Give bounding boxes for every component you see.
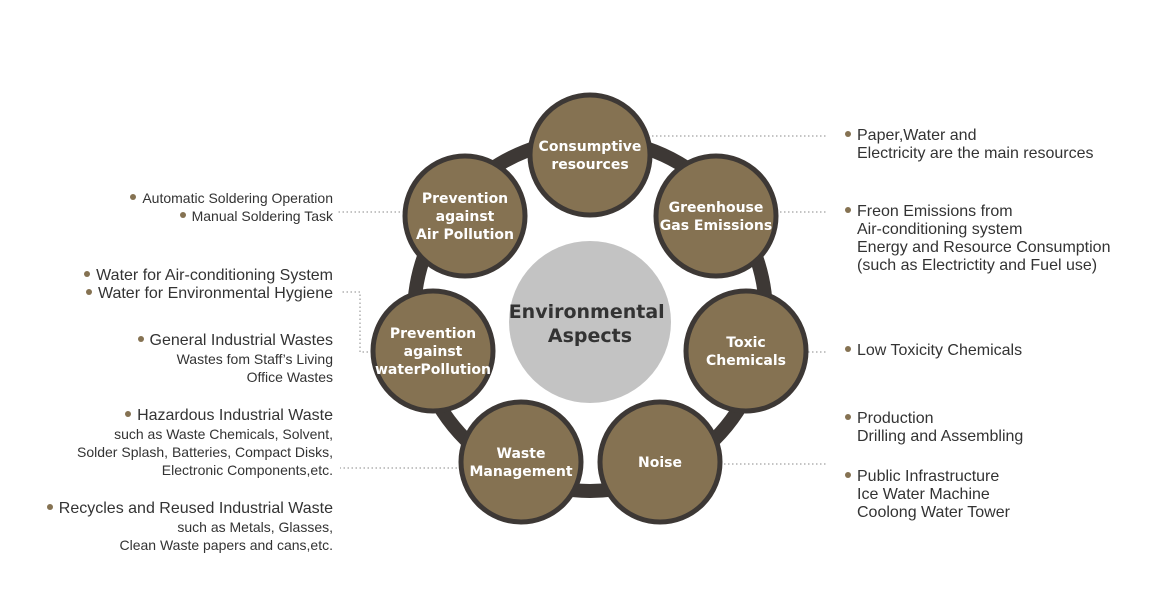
node-label-line: Air Pollution — [416, 227, 514, 243]
center-circle — [509, 241, 671, 403]
node-prevention-water-pollution: Prevention against waterPollution — [370, 288, 496, 414]
note-hazardous-industrial-waste: Hazardous Industrial Waste such as Waste… — [77, 407, 333, 478]
note-greenhouse-gas: Freon Emissions from Air-conditioning sy… — [845, 203, 1110, 275]
center-label: Environmental Aspects — [509, 301, 672, 347]
node-label-line: Waste — [497, 446, 546, 462]
note-air-pollution: Automatic Soldering Operation Manual Sol… — [130, 189, 333, 225]
note-water-pollution: Water for Air-conditioning System Water … — [84, 267, 333, 303]
node-label-line: Toxic — [726, 335, 765, 351]
node-label-line: waterPollution — [375, 362, 491, 378]
node-label-line: Greenhouse — [669, 200, 764, 216]
node-label-consumptive: Consumptive resources — [539, 139, 642, 173]
node-label-line: Gas Emissions — [660, 218, 772, 234]
node-label-line: Consumptive — [539, 139, 642, 155]
node-label-line: against — [436, 209, 495, 225]
node-label-noise: Noise — [638, 455, 682, 471]
node-label-line: against — [404, 344, 463, 360]
note-general-industrial-wastes: General Industrial Wastes Wastes fom Sta… — [138, 332, 333, 386]
node-label-line: resources — [551, 157, 628, 173]
node-label-line: Chemicals — [706, 353, 786, 369]
note-recycled-industrial-waste: Recycles and Reused Industrial Waste suc… — [47, 500, 333, 554]
connector-water — [340, 291, 372, 353]
node-label-line: Prevention — [422, 191, 508, 207]
note-noise-public-infrastructure: Public Infrastructure Ice Water Machine … — [845, 468, 1010, 522]
node-label-water: Prevention against waterPollution — [375, 326, 491, 378]
node-consumptive-resources: Consumptive resources — [527, 92, 653, 218]
note-consumptive-resources: Paper,Water and Electricity are the main… — [845, 127, 1094, 163]
node-noise: Noise — [597, 399, 723, 525]
note-noise-production: Production Drilling and Assembling — [845, 410, 1023, 446]
node-label-line: Noise — [638, 455, 682, 471]
node-label-line: Management — [469, 464, 572, 480]
note-toxic-chemicals: Low Toxicity Chemicals — [845, 342, 1022, 360]
node-label-line: Prevention — [390, 326, 476, 342]
